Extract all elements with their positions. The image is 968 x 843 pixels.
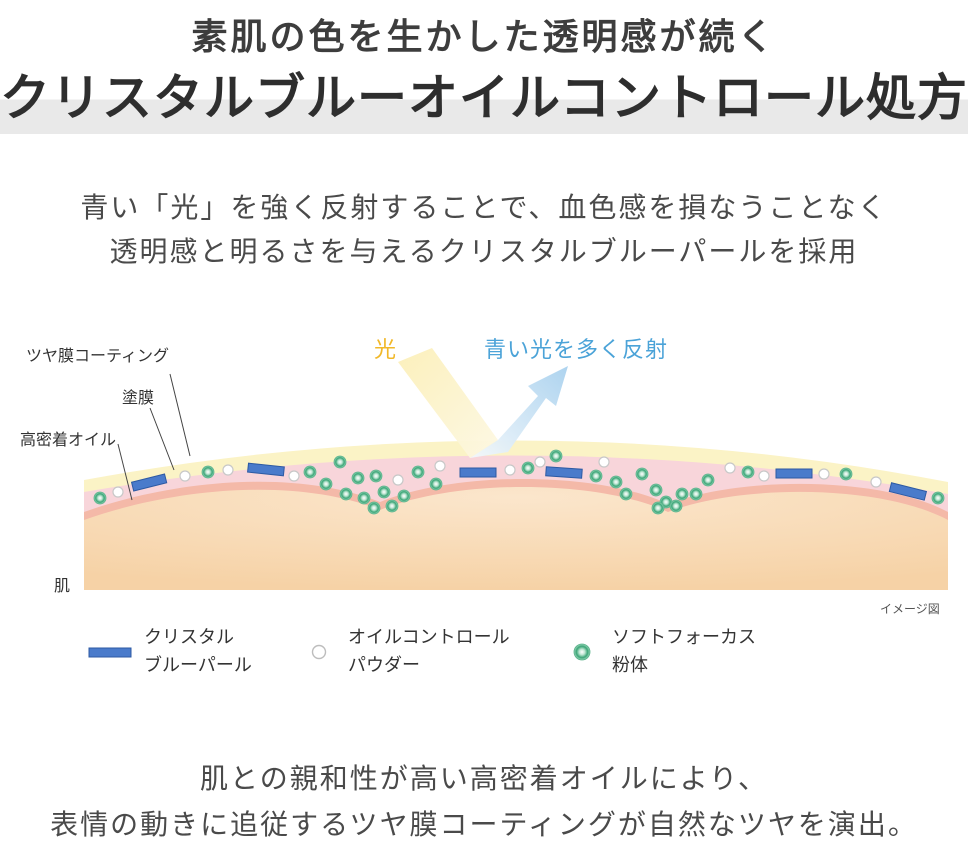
blue-pearl-icon bbox=[88, 647, 132, 658]
image-note: イメージ図 bbox=[880, 602, 940, 616]
legend-pearl-line-2: ブルーパール bbox=[144, 655, 252, 676]
leader-lines bbox=[117, 373, 191, 501]
label-film: 塗膜 bbox=[122, 388, 155, 407]
label-light: 光 bbox=[374, 338, 398, 363]
green-powders bbox=[93, 449, 945, 515]
legend-pearl-line-1: クリスタル bbox=[144, 627, 234, 648]
legend-powder-line-1: オイルコントロール bbox=[348, 627, 510, 648]
label-oil: 高密着オイル bbox=[20, 430, 117, 449]
intro-line-1: 青い「光」を強く反射することで、血色感を損なうことなく bbox=[80, 191, 888, 224]
incoming-light-beam bbox=[398, 348, 498, 458]
skin-layer-diagram bbox=[84, 348, 948, 590]
closing-line-2: 表情の動きに追従するツヤ膜コーティングが自然なツヤを演出。 bbox=[50, 808, 918, 841]
label-reflect: 青い光を多く反射 bbox=[484, 338, 669, 363]
closing-text: 肌との親和性が高い高密着オイルにより、 表情の動きに追従するツヤ膜コーティングが… bbox=[0, 756, 968, 843]
white-powder-icon bbox=[311, 644, 327, 660]
legend-powder: オイルコントロール パウダー bbox=[310, 624, 510, 680]
blue-pearls bbox=[130, 462, 928, 501]
reflected-light-beam bbox=[470, 366, 568, 458]
headline-subtitle: 素肌の色を生かした透明感が続く bbox=[191, 17, 777, 58]
legend-focus: ソフトフォーカス 粉体 bbox=[572, 624, 756, 680]
intro-line-2: 透明感と明るさを与えるクリスタルブルーパールを採用 bbox=[109, 235, 859, 268]
title-band bbox=[0, 62, 968, 134]
intro-text: 青い「光」を強く反射することで、血色感を損なうことなく 透明感と明るさを与えるク… bbox=[0, 186, 968, 274]
white-powders bbox=[112, 456, 882, 498]
skin-layer bbox=[84, 486, 948, 590]
legend-focus-line-1: ソフトフォーカス bbox=[612, 627, 756, 648]
green-powder-icon bbox=[573, 643, 591, 661]
legend-pearl: クリスタル ブルーパール bbox=[88, 624, 252, 680]
legend-focus-line-2: 粉体 bbox=[612, 655, 648, 676]
label-skin: 肌 bbox=[54, 576, 71, 595]
label-gloss-coating: ツヤ膜コーティング bbox=[26, 346, 170, 365]
legend-powder-line-2: パウダー bbox=[348, 655, 420, 676]
main-title: クリスタルブルーオイルコントロール処方 bbox=[0, 69, 968, 127]
closing-line-1: 肌との親和性が高い高密着オイルにより、 bbox=[199, 762, 769, 795]
